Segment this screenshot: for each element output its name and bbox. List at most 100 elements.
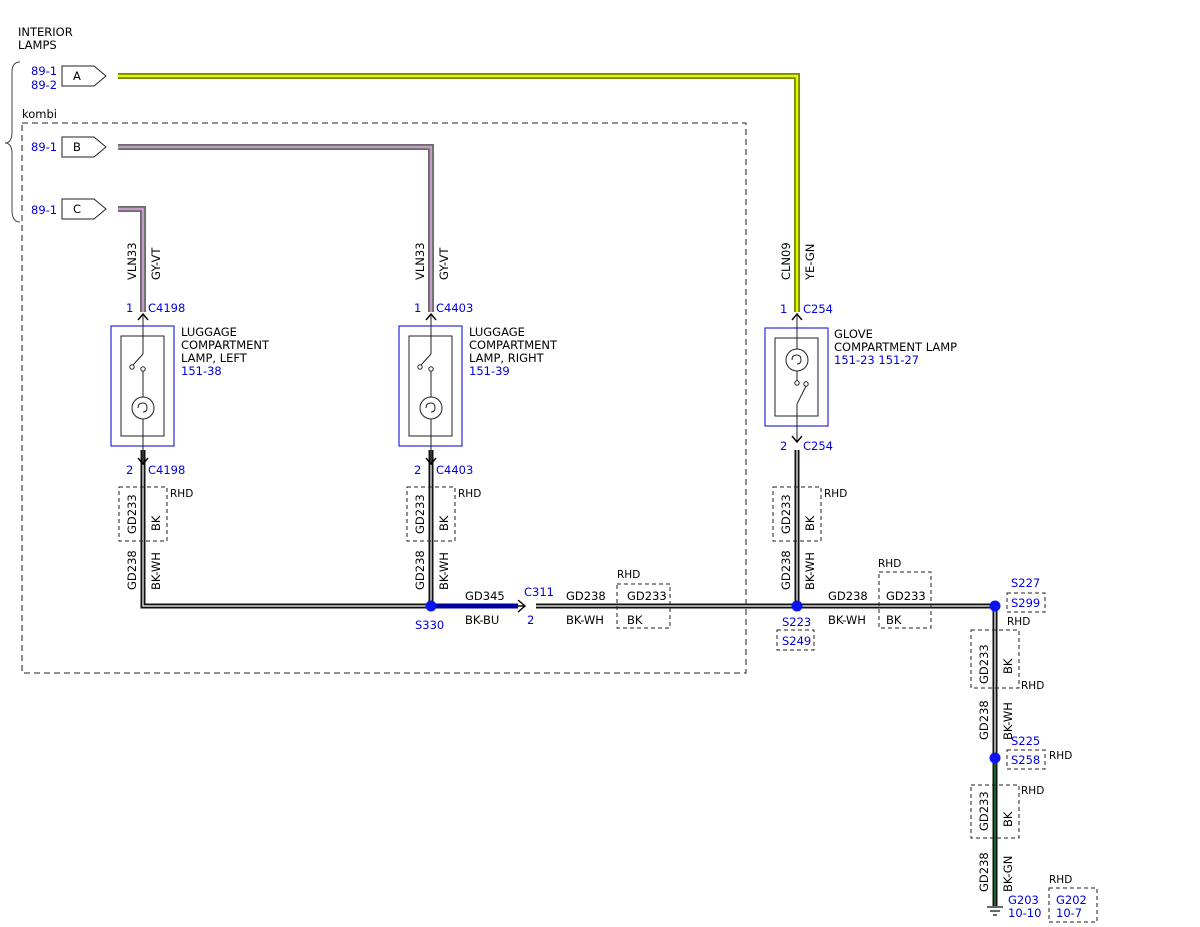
rhd-box-bus-1: RHD GD233 BK (616, 569, 671, 629)
glove-pin-top: 1 (780, 302, 787, 316)
rhd-box-bus-2: RHD GD233 BK (878, 558, 932, 629)
glove-conn-top: C254 (803, 302, 833, 316)
splice-s223[interactable]: S223 S249 (776, 600, 815, 651)
drop-gd238-label: GD238 (977, 700, 991, 740)
kombi-harness-box (21, 122, 747, 674)
luggage-lamp-right[interactable]: 1 C4403 2 C4403 LUGGAGE COMPARTMENT LAMP… (398, 301, 558, 477)
glove-color-label: YE-GN (803, 244, 817, 281)
connector-a[interactable]: A 89-1 89-2 (31, 64, 107, 92)
bus-gd238-label-2: GD238 (828, 589, 868, 603)
ground-g202[interactable]: RHD G202 10-7 (1048, 874, 1098, 923)
svg-text:S223: S223 (782, 615, 811, 629)
right-lamp-name-1: LUGGAGE (469, 325, 525, 339)
connector-c-ref: 89-1 (31, 203, 57, 217)
connector-b-ref: 89-1 (31, 140, 57, 154)
rhd-box-drop-1: GD233 BK RHD (970, 629, 1044, 692)
left-conn-top: C4198 (148, 301, 185, 315)
svg-text:GD233: GD233 (779, 494, 793, 534)
wire-bk-wh-ground (140, 450, 998, 758)
right-conn-bottom: C4403 (436, 463, 473, 477)
connector-c[interactable]: C 89-1 (31, 198, 107, 220)
svg-text:RHD: RHD (1021, 785, 1044, 797)
connector-b[interactable]: B 89-1 (31, 136, 107, 158)
glove-bkwh-label: BK-WH (803, 552, 817, 590)
wire-ye-gn (118, 73, 800, 312)
connector-c-letter: C (73, 202, 81, 216)
left-pin-top: 1 (126, 301, 133, 315)
svg-text:S330: S330 (415, 618, 444, 632)
svg-text:S249: S249 (782, 634, 811, 648)
right-conn-top: C4403 (436, 301, 473, 315)
bus-gd238-label-1: GD238 (566, 589, 606, 603)
glove-conn-bottom: C254 (803, 439, 833, 453)
rhd-box-left: GD233 BK RHD (118, 486, 193, 542)
glove-bulb-icon (785, 348, 809, 372)
svg-text:S227: S227 (1011, 576, 1040, 590)
glove-pin-arrow-bottom (791, 435, 803, 444)
c311-label: C311 (524, 585, 554, 599)
drop-bkwh-label: BK-WH (1001, 702, 1015, 740)
svg-text:GD233: GD233 (627, 589, 667, 603)
svg-text:RHD: RHD (458, 488, 481, 500)
svg-text:RHD: RHD (1021, 680, 1044, 692)
svg-text:RHD: RHD (1049, 750, 1072, 762)
svg-text:S299: S299 (1011, 596, 1040, 610)
glove-switch-icon (796, 385, 807, 405)
c311-pin: 2 (527, 613, 534, 627)
harness-label: kombi (22, 107, 57, 121)
splice-s330[interactable]: S330 (415, 600, 444, 633)
header-line-1: INTERIOR (18, 25, 73, 39)
glove-lamp-name-1: GLOVE (834, 327, 873, 341)
right-gd238-label: GD238 (413, 550, 427, 590)
header-line-2: LAMPS (18, 38, 57, 52)
svg-text:BK: BK (627, 613, 643, 627)
svg-text:G202: G202 (1056, 893, 1087, 907)
bus-bkwh-label-1: BK-WH (566, 613, 604, 627)
glove-gd238-label: GD238 (779, 550, 793, 590)
left-lamp-name-1: LUGGAGE (181, 325, 237, 339)
bkbu-label: BK-BU (465, 613, 499, 627)
svg-text:RHD: RHD (617, 569, 640, 581)
left-lamp-ref: 151-38 (181, 364, 222, 378)
right-lamp-name-2: COMPARTMENT (469, 338, 558, 352)
svg-text:GD233: GD233 (125, 494, 139, 534)
connector-a-ref-1: 89-1 (31, 64, 57, 78)
svg-text:RHD: RHD (1049, 874, 1072, 886)
left-switch-icon (132, 353, 144, 366)
right-lamp-ref: 151-39 (469, 364, 510, 378)
svg-text:RHD: RHD (824, 488, 847, 500)
left-pin-bottom: 2 (126, 463, 133, 477)
luggage-lamp-left[interactable]: 1 C4198 2 C4198 LUGGAGE COMPARTMENT LAMP… (110, 301, 270, 477)
right-switch-icon (420, 353, 432, 366)
splice-s225[interactable]: S225 S258 RHD (989, 734, 1073, 770)
splice-s227[interactable]: S227 S299 RHD (989, 576, 1046, 628)
right-pin-arrow-bottom (425, 457, 437, 466)
right-pin-top: 1 (414, 301, 421, 315)
svg-text:GD233: GD233 (413, 494, 427, 534)
connector-a-ref-2: 89-2 (31, 78, 57, 92)
ground-g203[interactable]: G203 10-10 (987, 893, 1041, 920)
right-pin-bottom: 2 (414, 463, 421, 477)
svg-text:RHD: RHD (878, 558, 901, 570)
glove-pin-bottom: 2 (780, 439, 787, 453)
svg-text:BK: BK (886, 613, 902, 627)
connector-c311[interactable]: C311 2 (517, 585, 554, 627)
svg-text:RHD: RHD (170, 488, 193, 500)
rhd-box-glove: GD233 BK RHD (772, 486, 847, 542)
svg-text:10-7: 10-7 (1056, 906, 1082, 920)
svg-text:GD233: GD233 (977, 791, 991, 831)
rhd-box-drop-2: GD233 BK RHD (970, 784, 1044, 839)
svg-text:S258: S258 (1011, 753, 1040, 767)
glove-lamp-name-2: COMPARTMENT LAMP (834, 340, 957, 354)
glove-compartment-lamp[interactable]: 1 C254 2 C254 GLOVE COMPARTMENT LAMP 151… (764, 302, 957, 453)
svg-text:BK: BK (1001, 811, 1015, 827)
left-circuit-label: VLN33 (125, 242, 139, 280)
drop-bkgn-label: BK-GN (1001, 856, 1015, 892)
svg-text:S225: S225 (1011, 734, 1040, 748)
wire-gy-vt-right (118, 144, 434, 312)
left-conn-bottom: C4198 (148, 463, 185, 477)
left-lamp-name-2: COMPARTMENT (181, 338, 270, 352)
left-pin-arrow-bottom (137, 457, 149, 466)
right-circuit-label: VLN33 (413, 242, 427, 280)
